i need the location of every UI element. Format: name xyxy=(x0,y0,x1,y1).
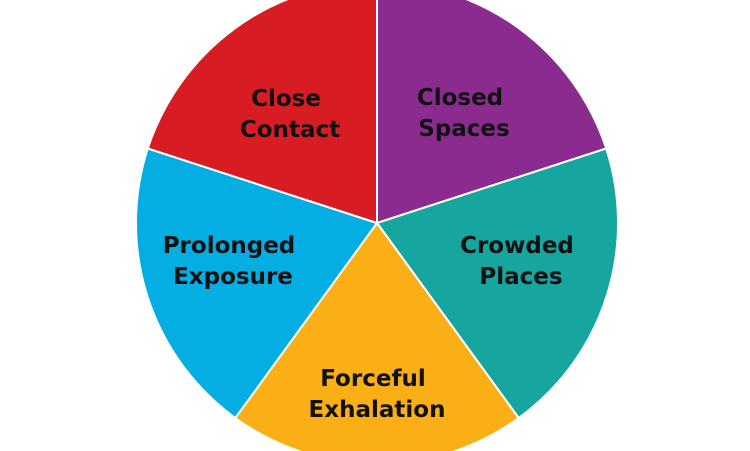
segment-closed-spaces: Closed Spaces xyxy=(376,0,608,225)
segment-close-contact-line2: Contact xyxy=(240,117,340,143)
segment-forceful-exhalation-line1: Forceful xyxy=(320,366,425,392)
segment-crowded-places-line1: Crowded xyxy=(460,233,574,259)
segment-crowded-places-label: Crowded Places xyxy=(460,233,582,290)
segment-forceful-exhalation: Forceful Exhalation xyxy=(233,221,521,451)
segment-closed-spaces-line1: Closed xyxy=(417,85,503,111)
segment-prolonged-exposure-label: Prolonged Exposure xyxy=(163,233,304,290)
segment-close-contact-label: Close Contact xyxy=(240,86,340,143)
segment-crowded-places-line2: Places xyxy=(479,264,562,290)
segment-closed-spaces-line2: Spaces xyxy=(418,116,509,142)
segment-closed-spaces-label: Closed Spaces xyxy=(417,85,511,142)
segment-prolonged-exposure-line2: Exposure xyxy=(173,264,293,290)
segment-prolonged-exposure-line1: Prolonged xyxy=(163,233,296,259)
segment-crowded-places-wedge xyxy=(375,147,620,420)
segment-forceful-exhalation-label: Forceful Exhalation xyxy=(309,366,446,423)
segment-close-contact-wedge xyxy=(146,0,378,225)
segment-prolonged-exposure-wedge xyxy=(134,147,379,420)
segment-prolonged-exposure: Prolonged Exposure xyxy=(134,147,379,420)
segment-forceful-exhalation-wedge xyxy=(233,221,521,451)
segment-crowded-places: Crowded Places xyxy=(375,147,620,420)
segment-close-contact: Close Contact xyxy=(146,0,378,225)
segment-close-contact-line1: Close xyxy=(251,86,321,112)
segment-closed-spaces-wedge xyxy=(376,0,608,225)
segment-forceful-exhalation-line2: Exhalation xyxy=(309,397,446,423)
